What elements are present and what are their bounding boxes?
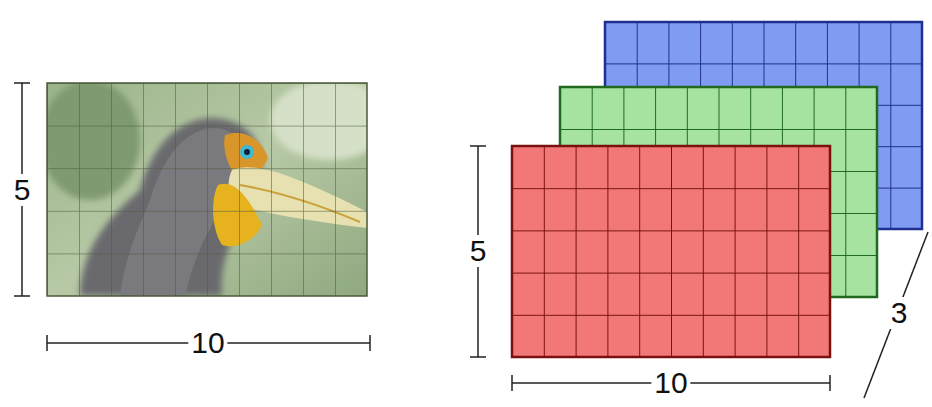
dimension-label: 5 bbox=[467, 235, 490, 267]
photo-grid bbox=[47, 83, 367, 296]
dimension-label: 10 bbox=[651, 367, 690, 399]
red-channel bbox=[512, 146, 830, 357]
dimension-line bbox=[470, 146, 928, 398]
dimension-label: 5 bbox=[11, 174, 34, 206]
dimension-line bbox=[14, 83, 370, 351]
bird-photo bbox=[47, 83, 367, 296]
dimension-label: 3 bbox=[888, 297, 911, 329]
dimension-label: 10 bbox=[188, 327, 227, 359]
